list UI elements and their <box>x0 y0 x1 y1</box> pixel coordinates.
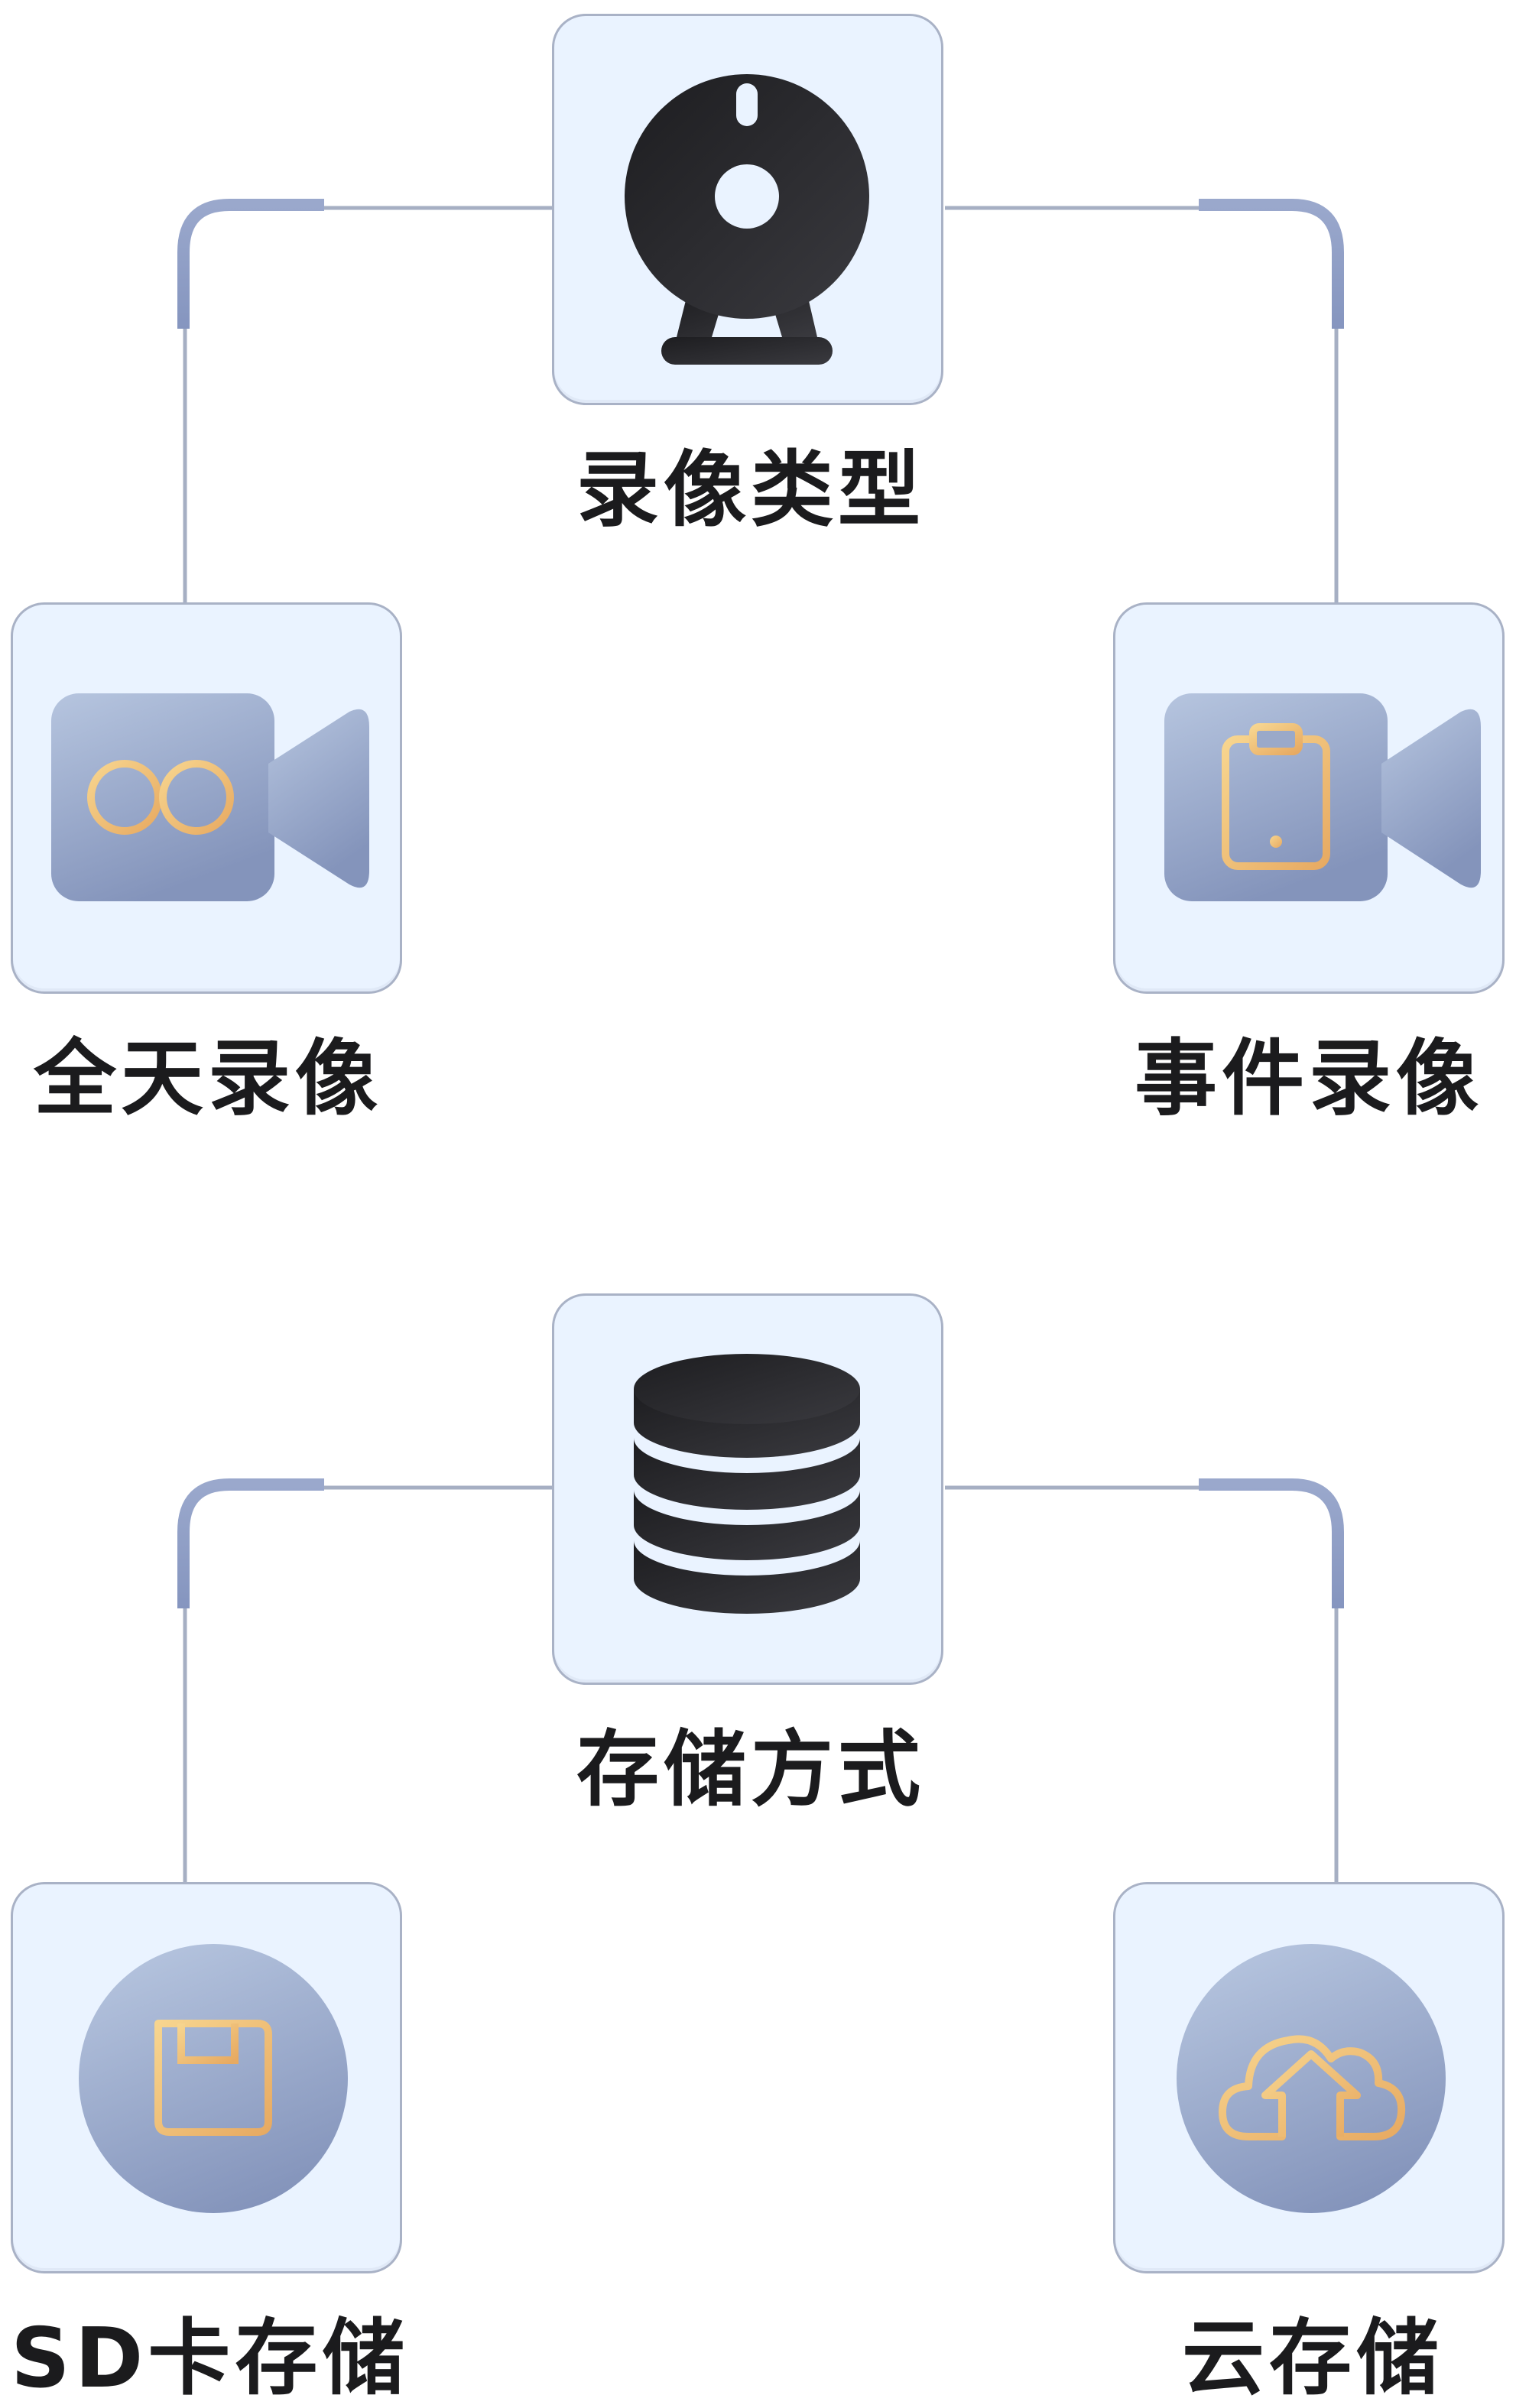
webcam-icon <box>625 74 869 365</box>
cloud-upload-icon <box>1177 1944 1446 2213</box>
sd-card-storage-tile[interactable] <box>11 1882 402 2273</box>
cloud-storage-tile[interactable] <box>1113 1882 1505 2273</box>
storage-method-label: 存储方式 <box>576 1722 926 1818</box>
recording-type-label: 录像类型 <box>576 443 926 538</box>
storage-method-tile[interactable] <box>552 1293 943 1685</box>
all-day-recording-tile[interactable] <box>11 602 402 994</box>
sd-card-storage-label: SD卡存储 <box>11 2311 410 2406</box>
video-loop-icon <box>51 693 369 901</box>
connector-group-recording <box>177 199 1344 604</box>
event-recording-label: 事件录像 <box>1135 1031 1484 1127</box>
database-icon <box>634 1354 860 1614</box>
video-event-icon <box>1164 693 1481 901</box>
cloud-storage-label: 云存储 <box>1182 2311 1444 2406</box>
floppy-disk-icon <box>79 1944 348 2213</box>
recording-type-tile[interactable] <box>552 14 943 405</box>
connector-group-storage <box>177 1478 1344 1884</box>
all-day-recording-label: 全天录像 <box>34 1031 383 1127</box>
event-recording-tile[interactable] <box>1113 602 1505 994</box>
